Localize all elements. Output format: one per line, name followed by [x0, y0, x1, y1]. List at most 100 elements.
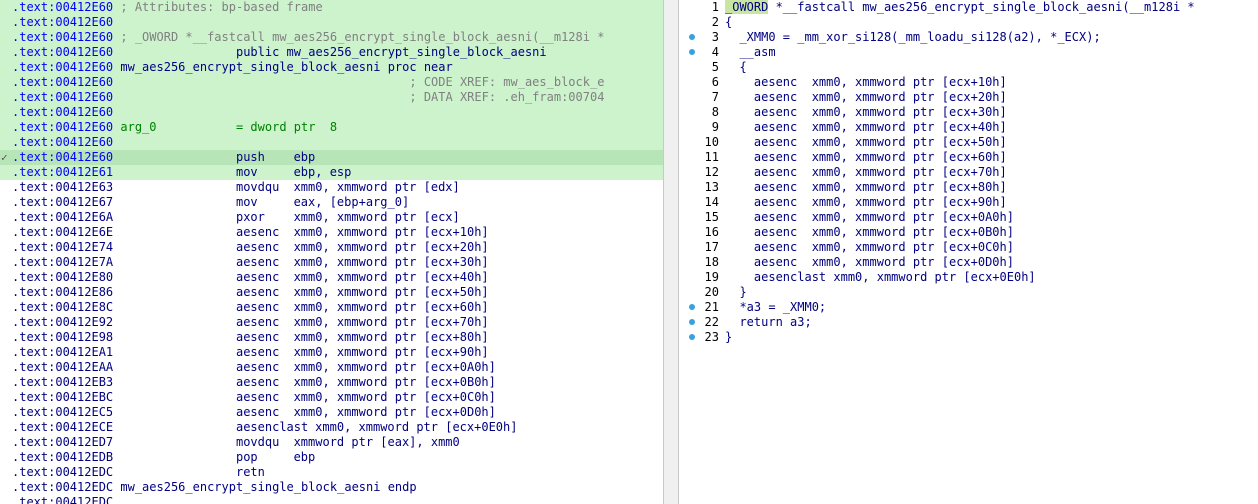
breakpoint-dot-icon[interactable] [689, 49, 695, 55]
operands: xmm0, xmmword ptr [ecx+0B0h] [293, 375, 496, 389]
disasm-line[interactable]: .text:00412E60 arg_0 = dword ptr 8 [0, 120, 663, 135]
mnemonic: mov [235, 165, 258, 179]
mnemonic: aesenc [235, 360, 280, 374]
address: .text:00412ED7 [12, 435, 114, 449]
pseudocode-line[interactable]: 23} [679, 330, 1258, 345]
pseudocode-line[interactable]: 4 __asm [679, 45, 1258, 60]
disasm-line[interactable]: .text:00412E60 [0, 105, 663, 120]
disasm-line[interactable]: .text:00412E60 mw_aes256_encrypt_single_… [0, 60, 663, 75]
address: .text:00412EBC [12, 390, 114, 404]
disasm-line[interactable]: .text:00412E60 [0, 135, 663, 150]
breakpoint-dot-icon[interactable] [689, 319, 695, 325]
mnemonic: movdqu [235, 180, 280, 194]
code-text: return a3; [725, 315, 812, 329]
operands: xmm0, xmmword ptr [ecx+10h] [293, 225, 489, 239]
line-text: mw_aes256_encrypt_single_block_aesni pro… [113, 60, 453, 74]
address: .text:00412E60 [12, 0, 114, 14]
mnemonic: aesenc [235, 255, 280, 269]
pseudocode-line[interactable]: 2{ [679, 15, 1258, 30]
address: .text:00412E60 [12, 135, 114, 149]
mnemonic: push [235, 150, 265, 164]
disasm-line[interactable]: .text:00412E60 ; DATA XREF: .eh_fram:007… [0, 90, 663, 105]
line-number: 3 [679, 30, 725, 45]
code-text: aesenc xmm0, xmmword ptr [ecx+0D0h] [725, 255, 1014, 269]
pseudocode-line[interactable]: 18 aesenc xmm0, xmmword ptr [ecx+0D0h] [679, 255, 1258, 270]
disasm-line[interactable]: .text:00412EDC [0, 495, 663, 504]
operands: xmm0, xmmword ptr [ecx+0C0h] [293, 390, 496, 404]
instruction-row[interactable]: .text:00412EDC retn [0, 465, 663, 480]
disasm-line[interactable]: .text:00412E60 ; Attributes: bp-based fr… [0, 0, 663, 15]
pseudocode-line[interactable]: 6 aesenc xmm0, xmmword ptr [ecx+10h] [679, 75, 1258, 90]
pseudocode-line[interactable]: 3 _XMM0 = _mm_xor_si128(_mm_loadu_si128(… [679, 30, 1258, 45]
code-text: aesenc xmm0, xmmword ptr [ecx+90h] [725, 195, 1007, 209]
disasm-line[interactable]: .text:00412EDC mw_aes256_encrypt_single_… [0, 480, 663, 495]
pseudocode-line[interactable]: 14 aesenc xmm0, xmmword ptr [ecx+90h] [679, 195, 1258, 210]
line-text: ; DATA XREF: .eh_fram:00704 [113, 90, 605, 104]
breakpoint-dot-icon[interactable] [689, 34, 695, 40]
instruction-row[interactable]: .text:00412EBC aesenc xmm0, xmmword ptr [… [0, 390, 663, 405]
pseudocode-line[interactable]: 15 aesenc xmm0, xmmword ptr [ecx+0A0h] [679, 210, 1258, 225]
code-text: } [725, 285, 747, 299]
pseudocode-line[interactable]: 1_OWORD *__fastcall mw_aes256_encrypt_si… [679, 0, 1258, 15]
operands: ebp [293, 150, 316, 164]
code-text: aesenc xmm0, xmmword ptr [ecx+10h] [725, 75, 1007, 89]
pseudocode-line[interactable]: 16 aesenc xmm0, xmmword ptr [ecx+0B0h] [679, 225, 1258, 240]
mnemonic: aesenc [235, 240, 280, 254]
breakpoint-dot-icon[interactable] [689, 334, 695, 340]
pseudocode-line[interactable]: 9 aesenc xmm0, xmmword ptr [ecx+40h] [679, 120, 1258, 135]
disasm-line[interactable]: .text:00412E60 [0, 15, 663, 30]
address: .text:00412E6A [12, 210, 114, 224]
mnemonic: aesenc [235, 390, 280, 404]
breakpoint-dot-icon[interactable] [689, 304, 695, 310]
line-number: 12 [679, 165, 725, 180]
disassembly-view[interactable]: .text:00412E60 ; Attributes: bp-based fr… [0, 0, 663, 504]
line-text: arg_0 = dword ptr 8 [113, 120, 338, 134]
pseudocode-line[interactable]: 11 aesenc xmm0, xmmword ptr [ecx+60h] [679, 150, 1258, 165]
pane-splitter[interactable] [663, 0, 679, 504]
pseudocode-line[interactable]: 12 aesenc xmm0, xmmword ptr [ecx+70h] [679, 165, 1258, 180]
pseudocode-line[interactable]: 10 aesenc xmm0, xmmword ptr [ecx+50h] [679, 135, 1258, 150]
disasm-line[interactable]: .text:00412E60 public mw_aes256_encrypt_… [0, 45, 663, 60]
pseudocode-line[interactable]: 5 { [679, 60, 1258, 75]
line-number-text: 6 [711, 75, 719, 89]
line-number-text: 20 [704, 285, 719, 299]
disasm-line[interactable]: .text:00412E60 ; _OWORD *__fastcall mw_a… [0, 30, 663, 45]
code-text: aesenc xmm0, xmmword ptr [ecx+70h] [725, 165, 1007, 179]
mnemonic: movdqu [235, 435, 280, 449]
pseudocode-line[interactable]: 19 aesenclast xmm0, xmmword ptr [ecx+0E0… [679, 270, 1258, 285]
pseudocode-line[interactable]: 7 aesenc xmm0, xmmword ptr [ecx+20h] [679, 90, 1258, 105]
address: .text:00412E67 [12, 195, 114, 209]
pseudocode-line[interactable]: 8 aesenc xmm0, xmmword ptr [ecx+30h] [679, 105, 1258, 120]
line-number: 16 [679, 225, 725, 240]
disasm-line[interactable]: .text:00412E60 ; CODE XREF: mw_aes_block… [0, 75, 663, 90]
pseudocode-line[interactable]: 13 aesenc xmm0, xmmword ptr [ecx+80h] [679, 180, 1258, 195]
line-number-text: 23 [704, 330, 719, 344]
pseudocode-line[interactable]: 22 return a3; [679, 315, 1258, 330]
pseudocode-line[interactable]: 17 aesenc xmm0, xmmword ptr [ecx+0C0h] [679, 240, 1258, 255]
pseudocode-view[interactable]: 1_OWORD *__fastcall mw_aes256_encrypt_si… [679, 0, 1258, 504]
pseudocode-line[interactable]: 21 *a3 = _XMM0; [679, 300, 1258, 315]
pseudocode-line[interactable]: 20 } [679, 285, 1258, 300]
code-text: aesenc xmm0, xmmword ptr [ecx+30h] [725, 105, 1007, 119]
address: .text:00412EB3 [12, 375, 114, 389]
